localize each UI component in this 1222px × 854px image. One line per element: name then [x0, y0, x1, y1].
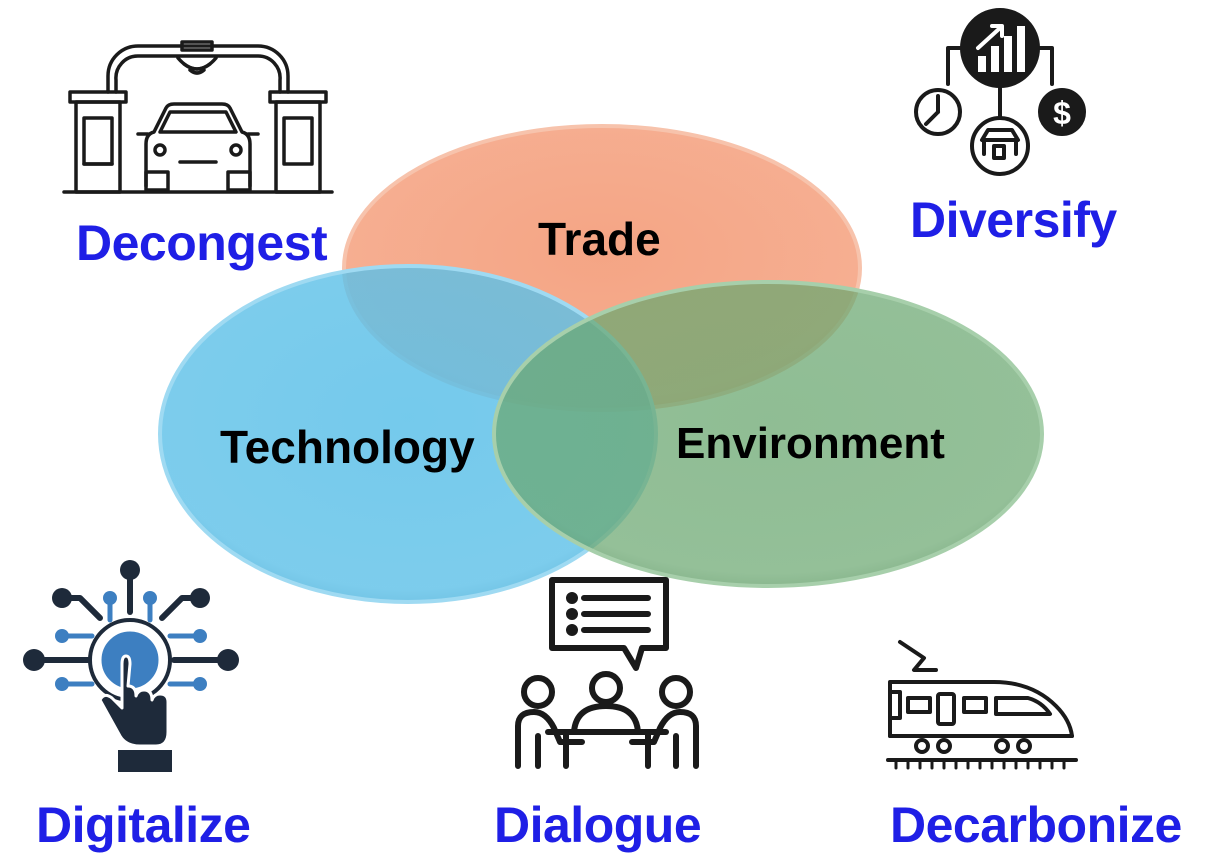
technology-label: Technology	[220, 421, 475, 473]
digital-touch-icon	[23, 560, 239, 772]
diversify-network-icon: $	[914, 8, 1086, 176]
dialogue-caption: Dialogue	[494, 797, 702, 853]
diversify-caption: Diversify	[910, 192, 1117, 248]
decongest-caption: Decongest	[76, 215, 328, 271]
toll-gate-car-icon	[62, 40, 334, 194]
meeting-dialogue-icon	[515, 577, 699, 769]
digitalize-caption: Digitalize	[36, 797, 251, 853]
decarbonize-caption: Decarbonize	[890, 797, 1182, 853]
train-icon	[886, 640, 1078, 770]
svg-text:$: $	[1053, 95, 1071, 131]
environment-circle	[492, 280, 1044, 588]
trade-label: Trade	[538, 213, 661, 265]
environment-label: Environment	[676, 419, 945, 468]
